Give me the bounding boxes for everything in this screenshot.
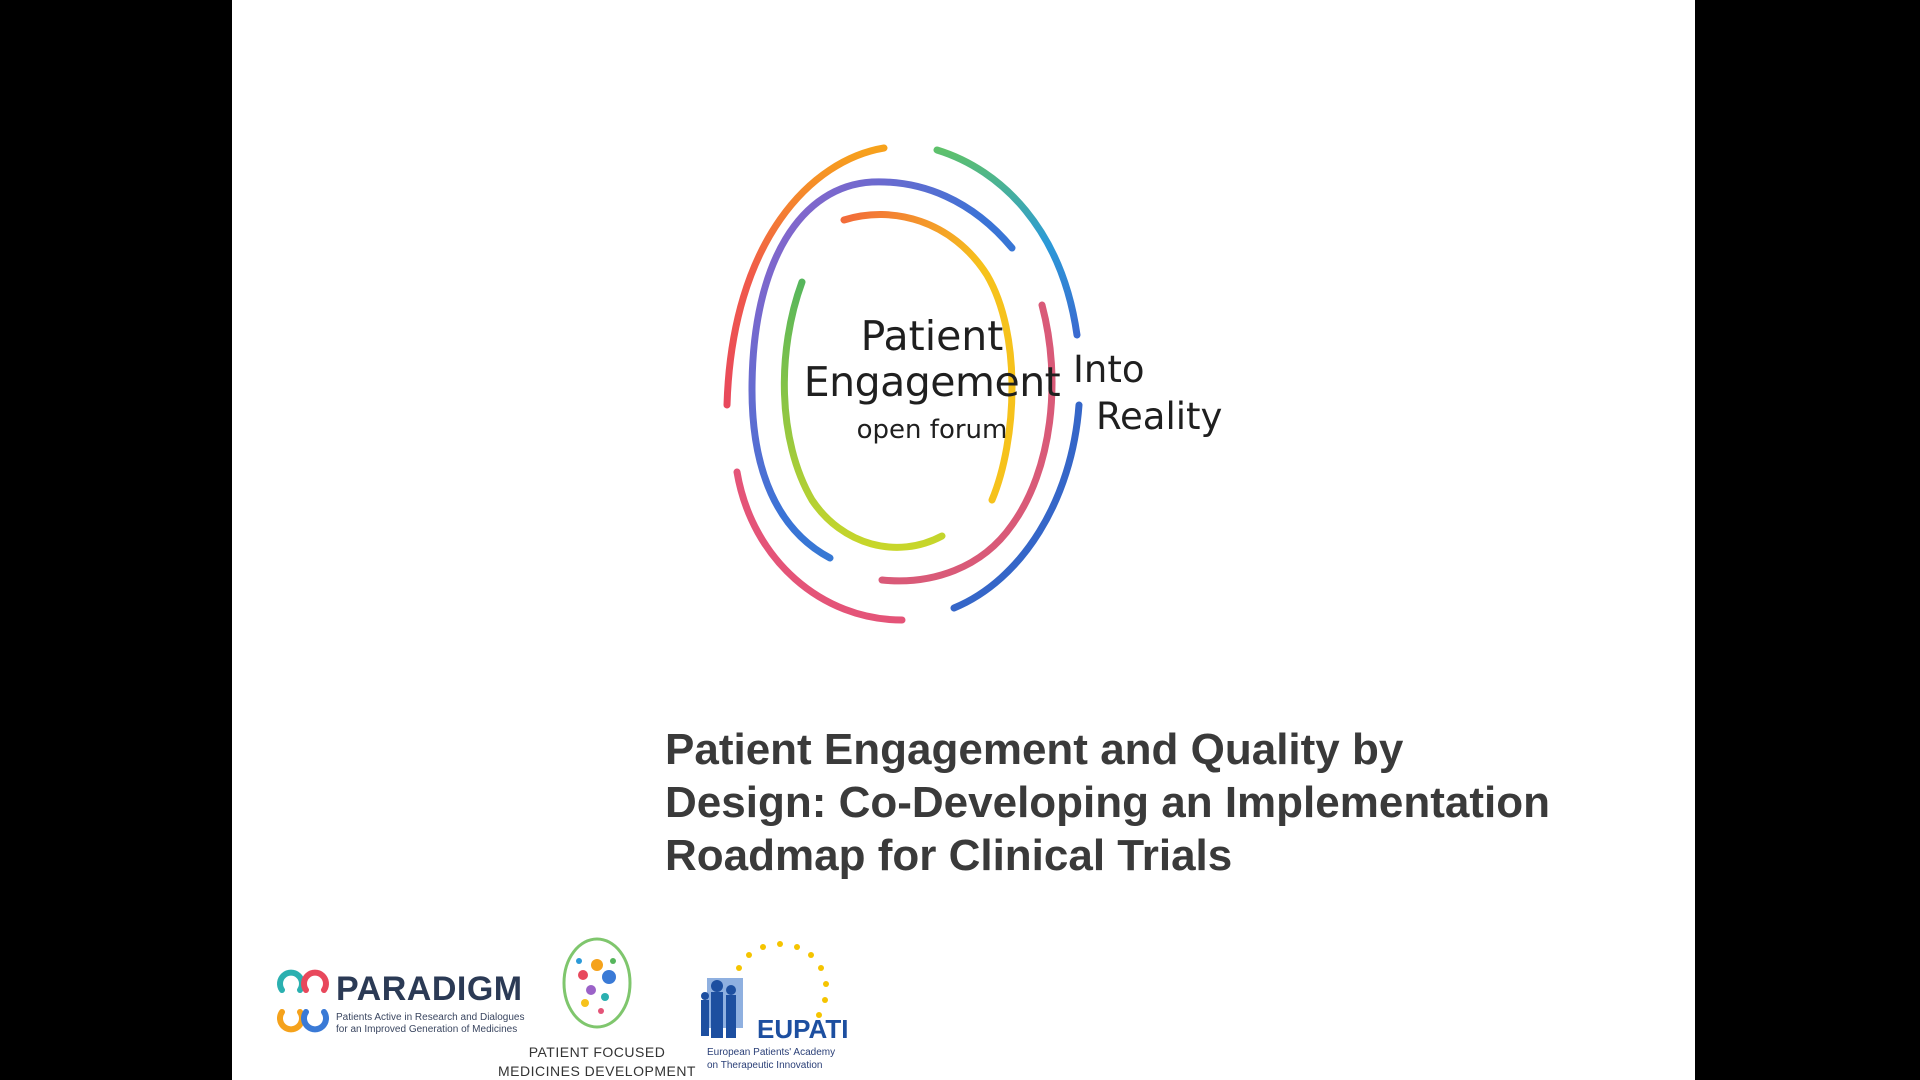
- ring-arc-icon: [748, 178, 1016, 562]
- eupati-stars-icon: [736, 941, 829, 1018]
- logo-tagline-into: Into: [1073, 348, 1145, 391]
- logo-line-patient: Patient: [860, 312, 1004, 360]
- paradigm-rings-icon: [277, 969, 329, 1033]
- ring-logo: [723, 144, 1083, 624]
- eupati-name: EUPATI: [757, 1014, 849, 1044]
- slide-title: Patient Engagement and Quality by Design…: [665, 723, 1675, 882]
- eupati-figures-icon: [701, 978, 743, 1038]
- pfmd-name-line: PATIENT FOCUSED: [528, 1044, 666, 1060]
- paradigm-subtitle-line: for an Improved Generation of Medicines: [336, 1024, 518, 1035]
- pfmd-name: PATIENT FOCUSED MEDICINES DEVELOPMENT: [497, 1043, 697, 1080]
- eupati-subtitle-line: European Patients' Academy: [707, 1047, 836, 1058]
- paradigm-logo: PARADIGM Patients Active in Research and…: [276, 969, 524, 1042]
- logo-line-open-forum: open forum: [856, 415, 1008, 445]
- logo-line-engagement: Engagement: [803, 358, 1061, 406]
- pfmd-dots-icon: [562, 937, 632, 1029]
- slide-title-line: Patient Engagement and Quality by: [665, 725, 1404, 774]
- slide-title-line: Roadmap for Clinical Trials: [665, 831, 1233, 880]
- eupati-subtitle: European Patients' Academy on Therapeuti…: [707, 1046, 835, 1072]
- pfmd-logo: PATIENT FOCUSED MEDICINES DEVELOPMENT: [497, 935, 697, 1080]
- ring-arc-icon: [733, 468, 906, 624]
- slide: Patient Engagement open forum Into Reali…: [232, 0, 1695, 1080]
- ring-arc-icon: [933, 146, 1081, 339]
- slide-title-line: Design: Co-Developing an Implementation: [665, 778, 1550, 827]
- ring-arc-icon: [840, 211, 1016, 504]
- logo-tagline-reality: Reality: [1096, 395, 1223, 438]
- ring-arc-icon: [878, 301, 1056, 585]
- paradigm-subtitle: Patients Active in Research and Dialogue…: [336, 1012, 524, 1036]
- pfmd-name-line: MEDICINES DEVELOPMENT: [498, 1063, 696, 1079]
- ring-arc-icon: [780, 278, 946, 551]
- paradigm-name: PARADIGM: [336, 970, 523, 1008]
- eupati-subtitle-line: on Therapeutic Innovation: [707, 1060, 823, 1071]
- paradigm-subtitle-line: Patients Active in Research and Dialogue…: [336, 1012, 525, 1023]
- ring-arc-icon: [723, 144, 888, 409]
- ring-arc-icon: [950, 401, 1083, 612]
- eupati-logo: EUPATI European Patients' Academy on The…: [697, 938, 857, 1080]
